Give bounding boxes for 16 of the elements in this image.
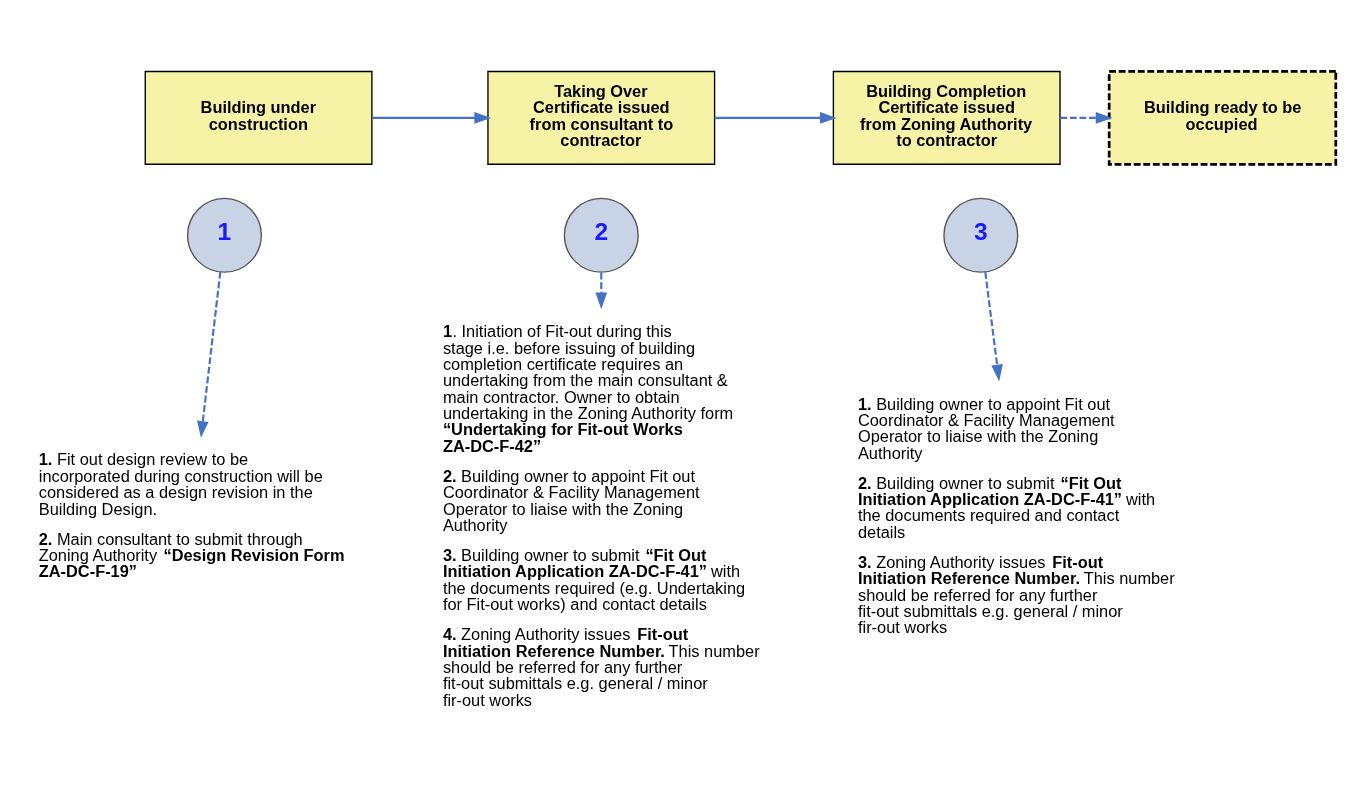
node-box: Building ready to be occupied [1107,70,1338,166]
arrow [372,112,491,124]
arrow [197,272,222,438]
arrow [984,271,1003,382]
node-box: Building Completion Certificate issued from Zoning Authority to contractor [832,70,1061,165]
node-circle: 3 [943,197,1019,273]
node-text: 1. Building owner to appoint Fit out Coordinator & Facility Management Operator to liaise with the Zoning Authority 2. Building owner to submit “Fit Out Initiation Application ZA-DC-F-41” with the documents required and contact details 3. Zoning Authority issues Fit-out Initiation Reference Number. This number should be referred for any further fit-out submittals e.g. general / minor fir-out works [857,394,1175,637]
arrow [1060,112,1113,124]
arrow [595,272,608,310]
node-circle: 2 [563,197,639,273]
arrow [714,112,837,124]
node-text: 1. Initiation of Fit-out during this stage i.e. before issuing of building completion certificate requires an undertaking from the main consultant & main contractor. Owner to obtain undertaking in the Zoning Authority form “Undertaking for Fit-out Works ZA-DC-F-42” 2. Building owner to appoint Fit out Coordinator & Facility Management Operator to liaise with the Zoning Authority 3. Building owner to submit “Fit Out Initiation Application ZA-DC-F-41” with the documents required (e.g. Undertaking for Fit-out works) and contact details 4. Zoning Authority issues Fit-out Initiation Reference Number. This number should be referred for any further fit-out submittals e.g. general / minor fir-out works [442,322,760,709]
node-box: Taking Over Certificate issued from consultant to contractor [487,70,716,165]
node-box: Building under construction [144,70,373,165]
node-circle: 1 [186,197,262,273]
node-text: 1. Fit out design review to be incorporated during construction will be considered as a design revision in the Building Design. 2. Main consultant to submit through Zoning Authority “Design Revision Form ZA-DC-F-19” [38,450,345,581]
